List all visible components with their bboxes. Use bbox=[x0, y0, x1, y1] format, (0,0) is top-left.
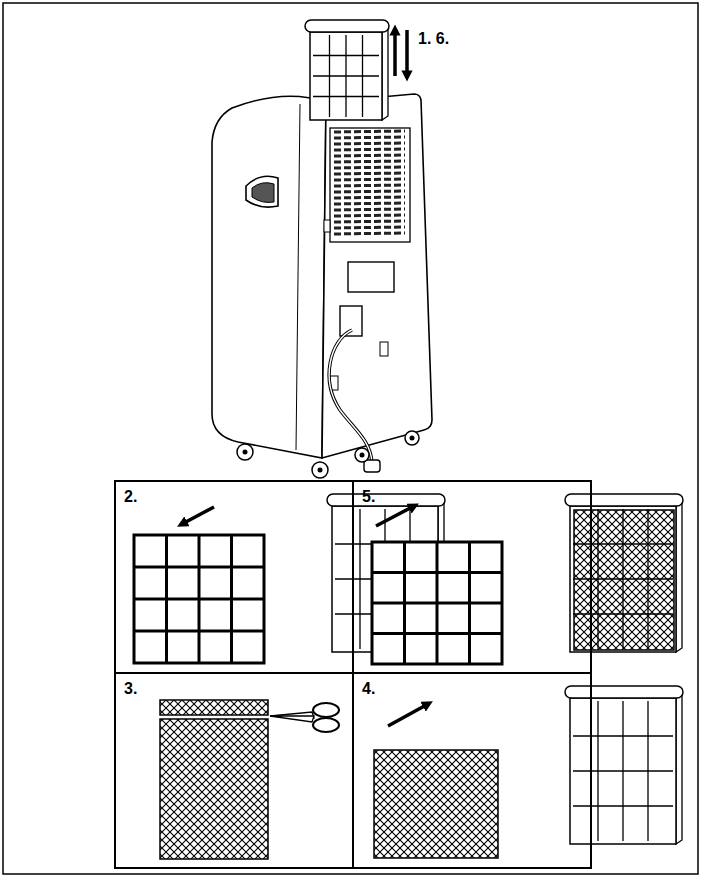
unit-side bbox=[212, 96, 326, 458]
scissor-loop bbox=[313, 718, 339, 732]
filter-grid-line bbox=[134, 630, 264, 633]
direction-arrow bbox=[393, 30, 397, 76]
filter-grid-line bbox=[313, 55, 379, 56]
grille-slot bbox=[334, 179, 405, 180]
step-number: 2. bbox=[116, 482, 137, 506]
outer-border bbox=[3, 3, 698, 874]
frame-handle bbox=[305, 20, 389, 32]
exhaust-opening bbox=[348, 262, 394, 292]
step-number: 3. bbox=[116, 674, 137, 698]
wheel bbox=[355, 448, 369, 462]
filter-grid-line bbox=[372, 602, 502, 605]
filter-grid-line bbox=[134, 566, 264, 569]
wheel-hub bbox=[360, 453, 365, 458]
grille-slot bbox=[334, 203, 405, 204]
grille-frame bbox=[330, 128, 410, 242]
grille-slot bbox=[334, 221, 405, 222]
grille-slot bbox=[334, 227, 405, 228]
panel-drawing bbox=[372, 494, 683, 664]
step-panel: 2. bbox=[114, 480, 354, 674]
direction-arrow bbox=[388, 704, 428, 726]
filter-grid-line bbox=[573, 805, 673, 806]
frame-depth bbox=[676, 694, 682, 844]
frame-body bbox=[310, 32, 382, 120]
filter-grid-line bbox=[313, 96, 379, 97]
panel-drawing bbox=[374, 686, 683, 858]
grid-filter-sheet bbox=[134, 535, 264, 663]
filter-frame bbox=[305, 20, 389, 120]
frame-handle bbox=[565, 686, 683, 698]
grille-slot bbox=[334, 215, 405, 216]
filter-grid-line bbox=[372, 632, 502, 635]
filter-grid-line bbox=[372, 571, 502, 574]
wheel bbox=[405, 431, 419, 445]
frame-body bbox=[570, 506, 676, 652]
mesh-filter bbox=[574, 510, 674, 650]
plug bbox=[364, 460, 380, 472]
step-number: 4. bbox=[354, 674, 375, 698]
grille-slot bbox=[334, 185, 405, 186]
step-panel: 4. bbox=[352, 672, 592, 869]
power-cord-inner bbox=[329, 330, 372, 462]
grid-filter bbox=[372, 542, 502, 664]
mesh-filter bbox=[374, 750, 498, 858]
wheel-hub bbox=[318, 468, 323, 473]
grille-slot bbox=[334, 197, 405, 198]
grille-slot bbox=[334, 191, 405, 192]
scissor-blade bbox=[270, 716, 314, 722]
power-cord bbox=[329, 330, 372, 462]
grille-slot bbox=[334, 161, 405, 162]
grille-slot bbox=[334, 155, 405, 156]
wheel-hub bbox=[243, 450, 248, 455]
clip bbox=[380, 342, 388, 356]
filter-grid-line bbox=[134, 598, 264, 601]
wheel bbox=[237, 444, 253, 460]
filter-frame bbox=[565, 686, 683, 844]
side-seam bbox=[296, 104, 300, 450]
scissor-loop bbox=[313, 703, 339, 717]
step-panel: 3. bbox=[114, 672, 354, 869]
wheel bbox=[312, 462, 328, 478]
grille-slot bbox=[334, 131, 405, 132]
grille-slot bbox=[334, 137, 405, 138]
grille-slot bbox=[334, 143, 405, 144]
frame-handle bbox=[565, 494, 683, 506]
mesh-filter bbox=[160, 700, 268, 715]
frame-body bbox=[570, 698, 676, 844]
grid-filter bbox=[134, 535, 264, 663]
scissors bbox=[270, 703, 339, 732]
filter-frame bbox=[565, 494, 683, 652]
air-conditioner-unit bbox=[212, 20, 432, 478]
direction-arrow bbox=[405, 30, 409, 76]
direction-arrow bbox=[376, 506, 414, 526]
callout-number: 1. 6. bbox=[418, 30, 449, 48]
direction-arrow bbox=[182, 507, 214, 524]
filter-grid-line bbox=[573, 735, 673, 736]
grille-slot bbox=[334, 167, 405, 168]
grid-filter-sheet bbox=[372, 542, 502, 664]
grille-slot bbox=[334, 233, 405, 234]
unit-back bbox=[322, 94, 432, 458]
switch bbox=[324, 220, 330, 232]
unit-handle-recess bbox=[252, 183, 274, 203]
frame-depth bbox=[676, 502, 682, 652]
wheel-hub bbox=[410, 436, 415, 441]
filter-grid-line bbox=[573, 770, 673, 771]
frame-depth bbox=[382, 28, 388, 120]
step-panel: 5. bbox=[352, 480, 592, 674]
filter-grid-line bbox=[313, 75, 379, 76]
mesh-filter bbox=[160, 719, 268, 859]
step-number: 5. bbox=[354, 482, 375, 506]
unit-handle bbox=[246, 176, 278, 207]
frame-handle bbox=[327, 494, 445, 506]
grille-slot bbox=[334, 149, 405, 150]
panel-drawing bbox=[160, 700, 339, 859]
grille-slot bbox=[334, 173, 405, 174]
grille-slot bbox=[334, 209, 405, 210]
